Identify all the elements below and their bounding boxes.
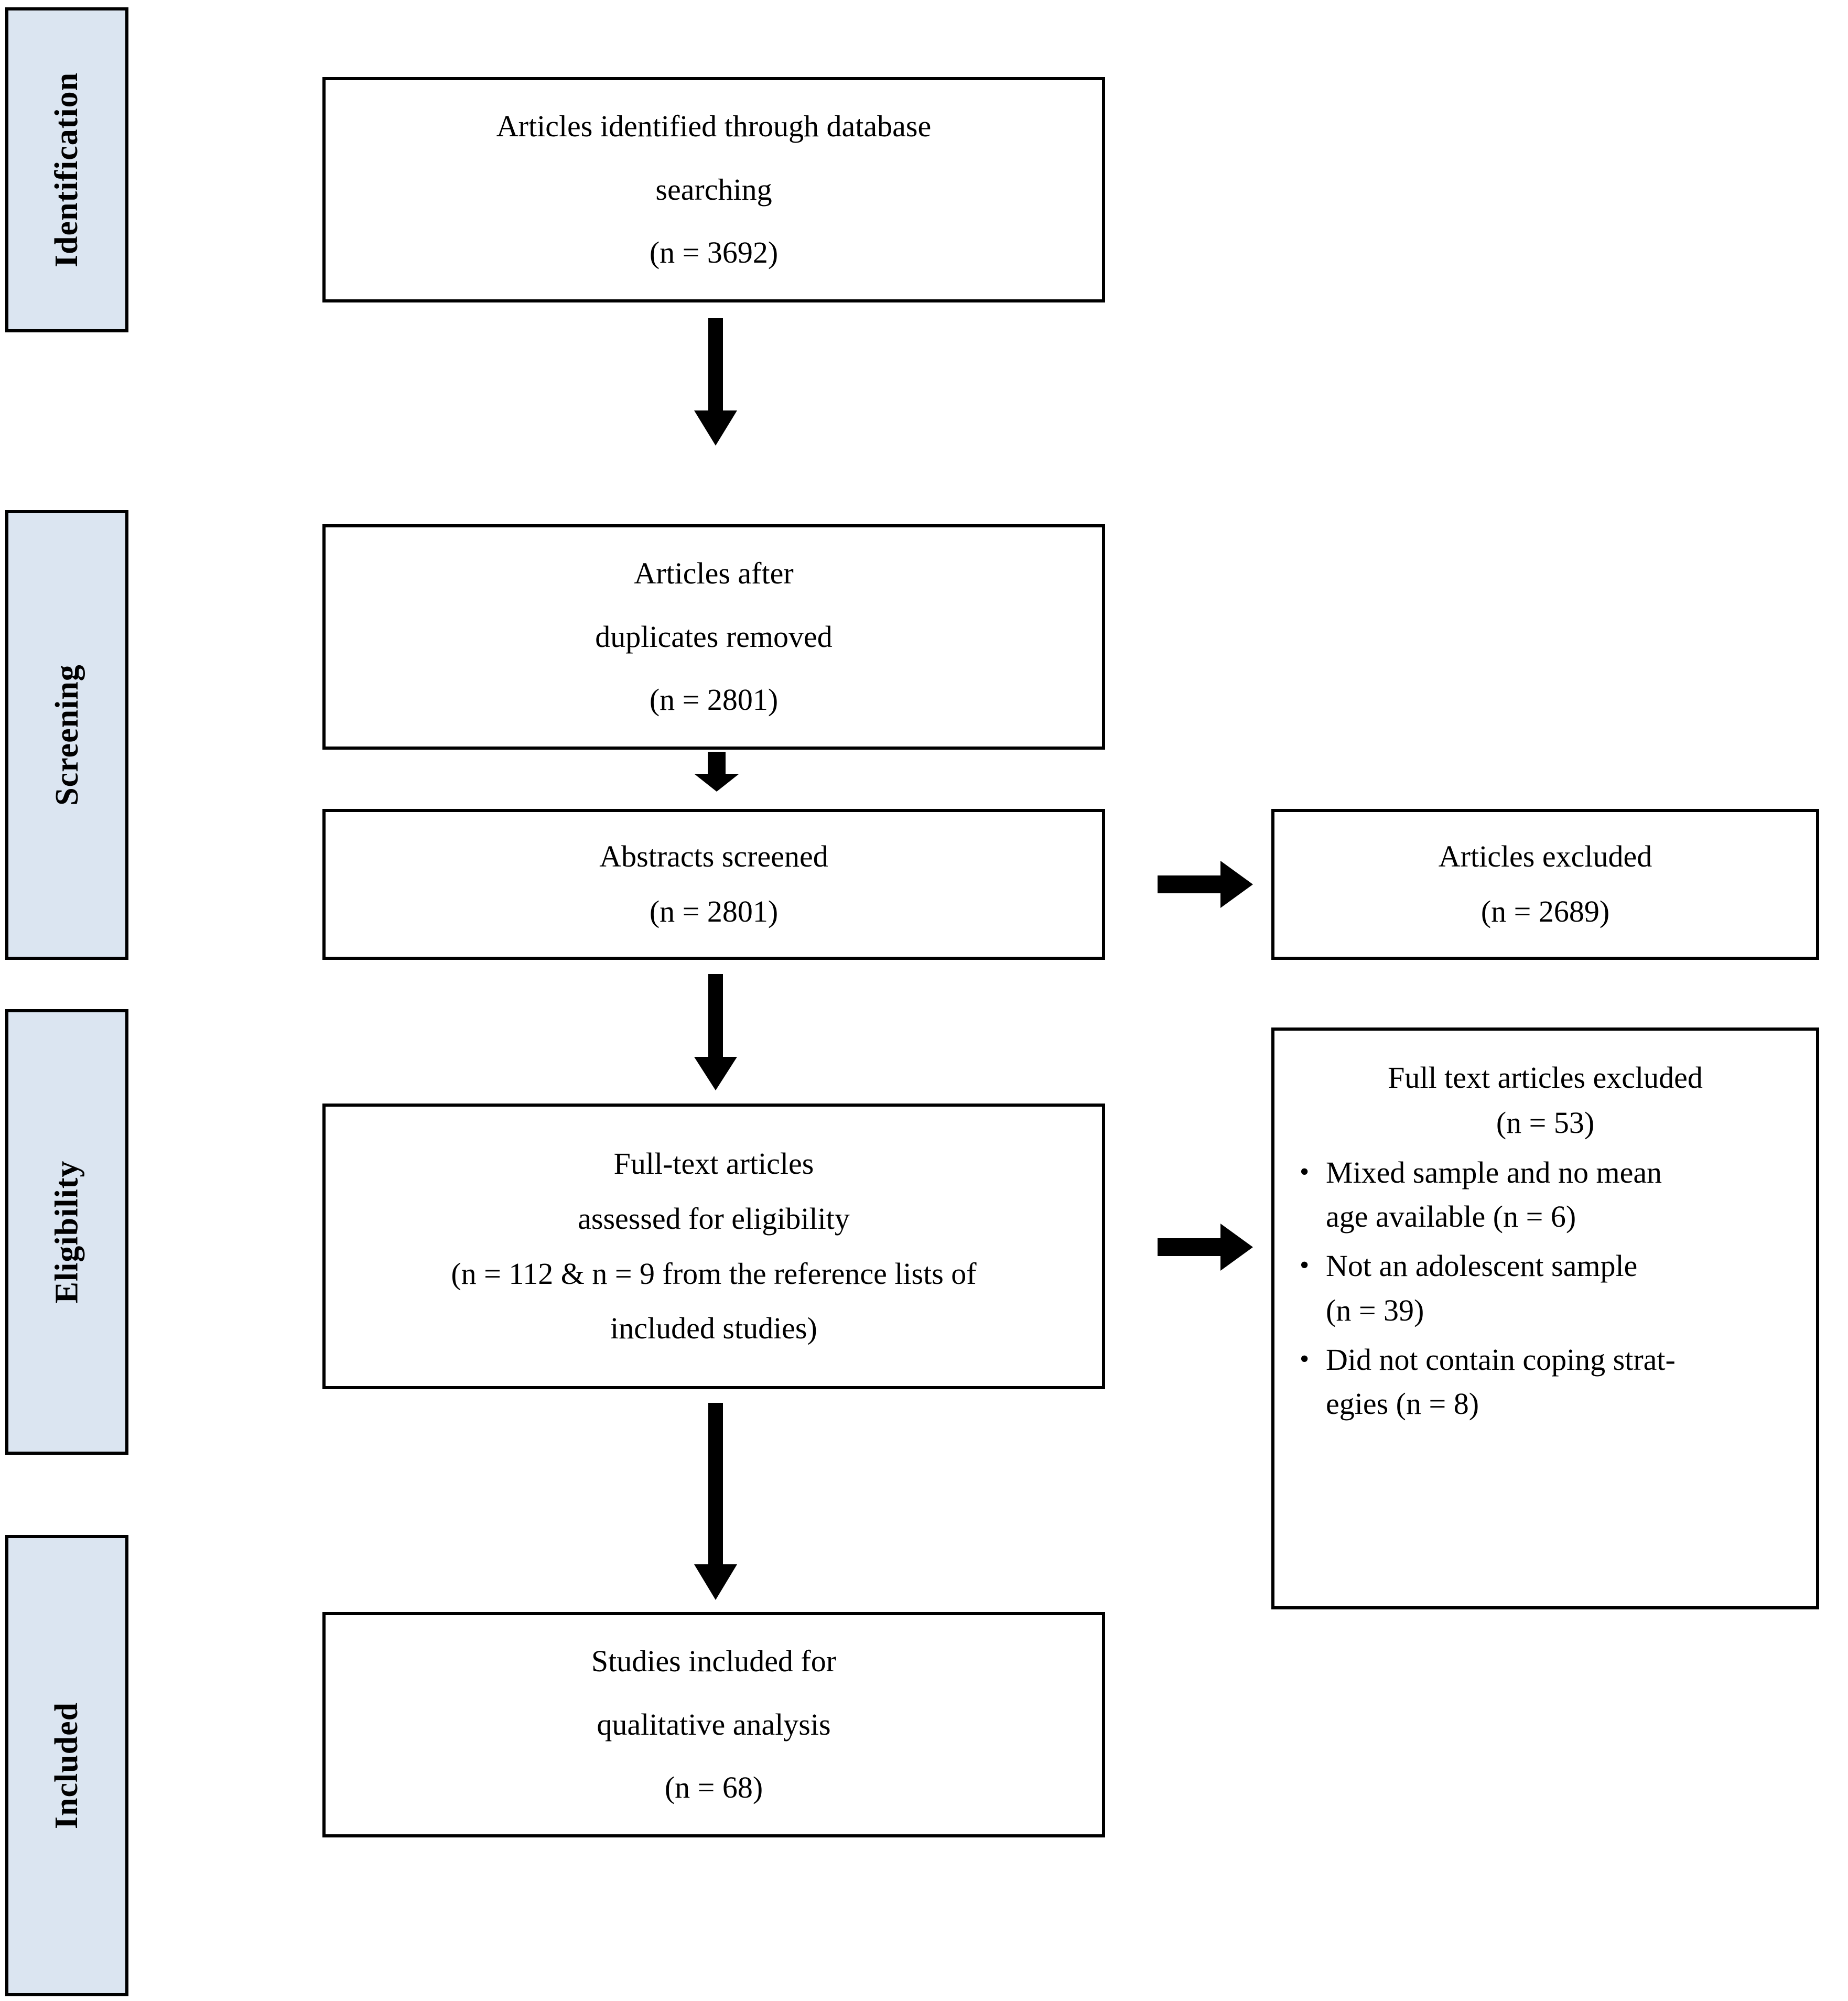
articles-excluded-line-1: Articles excluded bbox=[1438, 839, 1652, 874]
arrow-fulltext-to-fulltext-excluded bbox=[1158, 1221, 1253, 1273]
box-abstracts-screened: Abstracts screened (n = 2801) bbox=[322, 809, 1105, 960]
exclusion-reason-1-line-2: age available (n = 6) bbox=[1326, 1199, 1576, 1234]
exclusion-reason-text: Not an adolescent sample (n = 39) bbox=[1326, 1250, 1797, 1326]
arrow-duplicates-to-abstracts bbox=[691, 752, 743, 792]
stage-label-eligibility: Eligibility bbox=[49, 1160, 85, 1304]
articles-identified-line-2: searching bbox=[655, 172, 772, 207]
articles-after-duplicates-count: (n = 2801) bbox=[649, 683, 779, 717]
fulltext-assessed-count: (n = 112 & n = 9 from the reference list… bbox=[451, 1256, 977, 1291]
arrow-fulltext-to-included bbox=[687, 1403, 744, 1600]
box-articles-identified: Articles identified through database sea… bbox=[322, 77, 1105, 302]
arrow-abstracts-to-fulltext bbox=[687, 974, 744, 1090]
fulltext-exclusion-reason-list: • Mixed sample and no mean age available… bbox=[1293, 1155, 1797, 1420]
exclusion-reason-2-line-2: (n = 39) bbox=[1326, 1293, 1424, 1327]
box-articles-after-duplicates: Articles after duplicates removed (n = 2… bbox=[322, 524, 1105, 750]
stage-label-included: Included bbox=[49, 1702, 85, 1830]
bullet-icon: • bbox=[1300, 1344, 1310, 1374]
abstracts-screened-line-1: Abstracts screened bbox=[599, 839, 828, 874]
stage-label-screening: Screening bbox=[49, 664, 85, 806]
studies-included-line-2: qualitative analysis bbox=[597, 1707, 831, 1742]
studies-included-count: (n = 68) bbox=[664, 1770, 763, 1805]
box-fulltext-articles-excluded: Full text articles excluded (n = 53) • M… bbox=[1271, 1027, 1819, 1609]
exclusion-reason-item: • Not an adolescent sample (n = 39) bbox=[1293, 1250, 1797, 1326]
box-fulltext-assessed: Full-text articles assessed for eligibil… bbox=[322, 1104, 1105, 1389]
arrow-identified-to-duplicates bbox=[687, 318, 744, 446]
exclusion-reason-2-line-1: Not an adolescent sample bbox=[1326, 1249, 1638, 1283]
exclusion-reason-3-line-1: Did not contain coping strat- bbox=[1326, 1342, 1676, 1377]
stage-box-screening: Screening bbox=[5, 510, 128, 960]
exclusion-reason-text: Mixed sample and no mean age available (… bbox=[1326, 1155, 1797, 1234]
bullet-icon: • bbox=[1300, 1156, 1310, 1187]
box-studies-included: Studies included for qualitative analysi… bbox=[322, 1612, 1105, 1837]
bullet-icon: • bbox=[1300, 1250, 1310, 1281]
exclusion-reason-item: • Did not contain coping strat- egies (n… bbox=[1293, 1344, 1797, 1420]
stage-box-eligibility: Eligibility bbox=[5, 1009, 128, 1455]
fulltext-assessed-line-1: Full-text articles bbox=[613, 1146, 814, 1181]
studies-included-line-1: Studies included for bbox=[591, 1643, 837, 1678]
fulltext-excluded-count: (n = 53) bbox=[1496, 1106, 1595, 1140]
box-articles-excluded: Articles excluded (n = 2689) bbox=[1271, 809, 1819, 960]
abstracts-screened-count: (n = 2801) bbox=[649, 894, 779, 928]
exclusion-reason-item: • Mixed sample and no mean age available… bbox=[1293, 1155, 1797, 1234]
stage-box-identification: Identification bbox=[5, 7, 128, 332]
exclusion-reason-text: Did not contain coping strat- egies (n =… bbox=[1326, 1344, 1797, 1420]
stage-box-included: Included bbox=[5, 1535, 128, 1996]
stage-label-identification: Identification bbox=[49, 72, 85, 268]
fulltext-excluded-heading: Full text articles excluded (n = 53) bbox=[1293, 1062, 1797, 1139]
fulltext-assessed-line-2: assessed for eligibility bbox=[578, 1201, 850, 1236]
arrow-abstracts-to-articles-excluded bbox=[1158, 859, 1253, 910]
articles-identified-count: (n = 3692) bbox=[649, 235, 779, 270]
exclusion-reason-3-line-2: egies (n = 8) bbox=[1326, 1387, 1479, 1421]
articles-after-duplicates-line-2: duplicates removed bbox=[595, 619, 833, 654]
articles-identified-line-1: Articles identified through database bbox=[496, 109, 932, 143]
fulltext-assessed-line-4: included studies) bbox=[610, 1311, 817, 1346]
exclusion-reason-1-line-1: Mixed sample and no mean bbox=[1326, 1155, 1662, 1189]
articles-after-duplicates-line-1: Articles after bbox=[634, 556, 794, 590]
articles-excluded-count: (n = 2689) bbox=[1480, 894, 1610, 928]
fulltext-excluded-heading-line-1: Full text articles excluded bbox=[1388, 1061, 1703, 1095]
